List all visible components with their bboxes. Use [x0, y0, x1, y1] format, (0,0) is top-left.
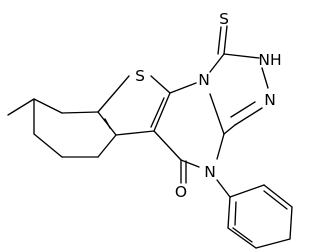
- bond-triazole-6: [223, 124, 236, 135]
- atom-label-nitrogen-fused: N: [198, 71, 210, 89]
- bond-phenyl-6: [227, 196, 231, 229]
- bond-n-phenyl: [216, 179, 231, 198]
- atom-labels: S S N NH N N O: [135, 10, 282, 201]
- bond-pyrimidine-3: [216, 133, 225, 160]
- bond-pyrimidine-4: [180, 159, 200, 168]
- bond-thiophene-2: [150, 75, 171, 94]
- bond-phenyl-5: [227, 227, 257, 249]
- bond-methyl: [7, 98, 35, 116]
- bond-phenyl-4: [255, 238, 291, 249]
- bond-triazole-3: [261, 67, 269, 89]
- atom-label-thiophene-sulfur: S: [135, 67, 145, 85]
- bond-cyclohexene-1: [33, 98, 63, 114]
- atom-label-nitrogen-triazole: N: [264, 91, 276, 109]
- bond-cyclohexene-4: [97, 134, 117, 158]
- bond-thione-2: [217, 26, 222, 55]
- bond-cyclohexene-6: [33, 133, 63, 158]
- bond-phenyl-3: [289, 206, 293, 240]
- bond-triazole-4: [234, 107, 263, 126]
- bond-phenyl-2: [263, 184, 293, 208]
- bond-pyrimidine-1: [169, 82, 197, 94]
- bond-triazole-1: [209, 53, 225, 73]
- bond-phenyl-double-2: [232, 227, 253, 243]
- bond-thiophene-1: [97, 75, 130, 113]
- bond-thiophene-3: [153, 92, 171, 132]
- bond-phenyl-1: [229, 184, 265, 198]
- atom-label-carbonyl-oxygen: O: [175, 183, 187, 201]
- atom-label-thione-sulfur: S: [219, 10, 229, 28]
- bond-cyclohexene-2: [61, 111, 99, 114]
- bond-pyrimidine-5: [153, 130, 182, 161]
- bond-thione-1: [223, 25, 228, 55]
- bond-thiophene-4: [115, 130, 155, 136]
- bond-triazole-5: [230, 101, 256, 118]
- bond-phenyl-double-1: [263, 190, 288, 210]
- bond-cyclohexene-double: [104, 118, 111, 129]
- bond-thiophene-double: [150, 97, 165, 128]
- atom-label-nitrogen-phenyl: N: [204, 163, 216, 181]
- bond-pyrimidine-2: [209, 93, 225, 135]
- bond-phenyl-double-3: [234, 201, 237, 226]
- atom-label-nitrogen-nh: NH: [258, 51, 281, 69]
- bond-triazole-2: [223, 53, 260, 59]
- bonds: [7, 25, 293, 249]
